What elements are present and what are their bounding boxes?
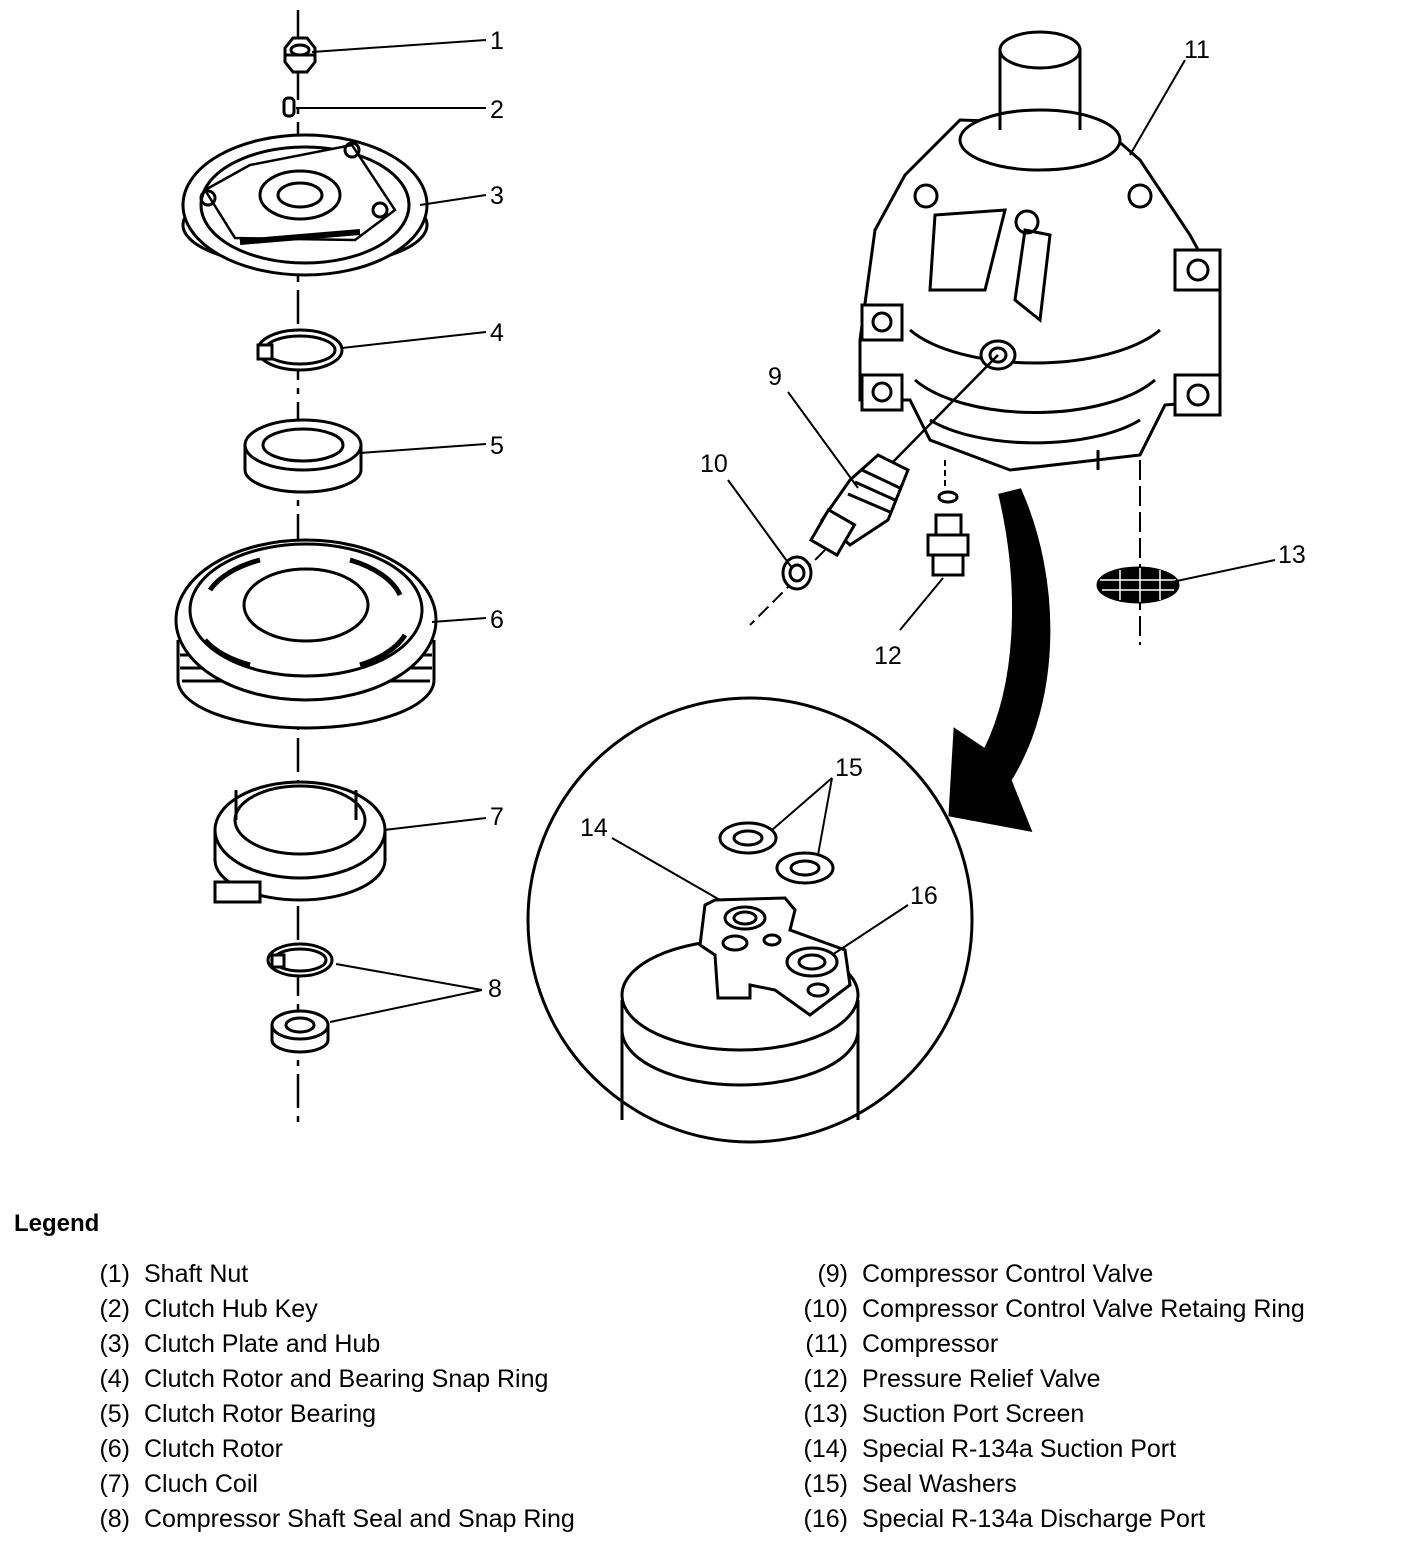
legend-item-number: (11) <box>805 1330 848 1358</box>
legend-right-column: (9) Compressor Control Valve (10) Compresso… <box>788 1260 1305 1540</box>
callout-6: 6 <box>490 606 504 634</box>
legend-item: (12) Pressure Relief Valve <box>788 1365 1305 1400</box>
callout-1: 1 <box>490 27 504 55</box>
legend-item-label: Clutch Plate and Hub <box>144 1330 381 1358</box>
detail-view-circle <box>526 696 974 1144</box>
legend-item-label: Compressor <box>862 1330 999 1358</box>
legend-item: (9) Compressor Control Valve <box>788 1260 1305 1295</box>
legend-item: (14) Special R-134a Suction Port <box>788 1435 1305 1470</box>
exploded-view-diagram: 1 2 3 4 5 6 7 8 9 10 11 12 13 14 15 16 <box>174 10 1306 1144</box>
legend-item: (3) Clutch Plate and Hub <box>70 1330 575 1365</box>
legend-item-label: Clutch Rotor Bearing <box>144 1400 377 1428</box>
clutch-coil-part <box>213 780 387 904</box>
legend-item-number: (5) <box>99 1400 130 1428</box>
legend-item-label: Compressor Shaft Seal and Snap Ring <box>144 1505 575 1533</box>
legend-item-number: (10) <box>803 1295 848 1323</box>
callout-4: 4 <box>490 319 504 347</box>
legend-item-label: Suction Port Screen <box>862 1400 1085 1428</box>
legend-item-number: (9) <box>817 1260 848 1288</box>
clutch-rotor-part <box>174 538 438 730</box>
legend-item-number: (2) <box>99 1295 130 1323</box>
shaft-seal-part <box>266 942 334 1054</box>
shaft-nut-part <box>283 36 317 74</box>
legend-item-label: Seal Washers <box>862 1470 1017 1498</box>
legend-item-number: (12) <box>803 1365 848 1393</box>
legend-item-number: (16) <box>803 1505 848 1533</box>
legend-item-label: Clutch Rotor and Bearing Snap Ring <box>144 1365 549 1393</box>
callout-16: 16 <box>910 882 938 910</box>
legend-item-number: (13) <box>803 1400 848 1428</box>
legend-item-number: (3) <box>99 1330 130 1358</box>
legend-item-label: Clutch Rotor <box>144 1435 283 1463</box>
callout-7: 7 <box>490 803 504 831</box>
legend-item-number: (6) <box>99 1435 130 1463</box>
legend-item: (7) Cluch Coil <box>70 1470 575 1505</box>
legend-item: (5) Clutch Rotor Bearing <box>70 1400 575 1435</box>
legend: Legend (1) Shaft Nut (2) Clutch Hub Key (3) C… <box>0 1200 1408 1546</box>
legend-item: (11) Compressor <box>788 1330 1305 1365</box>
seal-washers-part <box>718 821 835 885</box>
suction-screen-part <box>1096 460 1180 645</box>
legend-item-number: (4) <box>99 1365 130 1393</box>
legend-item-number: (8) <box>99 1505 130 1533</box>
legend-item: (16) Special R-134a Discharge Port <box>788 1505 1305 1540</box>
legend-item-label: Pressure Relief Valve <box>862 1365 1101 1393</box>
callout-10: 10 <box>700 450 728 478</box>
callout-14: 14 <box>580 814 608 842</box>
legend-item-label: Compressor Control Valve Retaing Ring <box>862 1295 1305 1323</box>
legend-item: (8) Compressor Shaft Seal and Snap Ring <box>70 1505 575 1540</box>
clutch-plate-part <box>181 133 429 277</box>
callout-5: 5 <box>490 432 504 460</box>
legend-item: (15) Seal Washers <box>788 1470 1305 1505</box>
detail-ports-part <box>620 896 860 1120</box>
callout-8: 8 <box>488 975 502 1003</box>
legend-item-label: Shaft Nut <box>144 1260 249 1288</box>
callout-13: 13 <box>1278 541 1306 569</box>
legend-item-number: (7) <box>99 1470 130 1498</box>
legend-item: (2) Clutch Hub Key <box>70 1295 575 1330</box>
legend-item-number: (15) <box>803 1470 848 1498</box>
control-valve-part <box>749 354 999 626</box>
legend-title: Legend <box>14 1210 100 1237</box>
legend-item-label: Special R-134a Suction Port <box>862 1435 1177 1463</box>
legend-item: (13) Suction Port Screen <box>788 1400 1305 1435</box>
legend-item-label: Cluch Coil <box>144 1470 258 1498</box>
callout-11: 11 <box>1184 36 1210 64</box>
detail-arrow-icon <box>948 488 1051 832</box>
legend-item-label: Compressor Control Valve <box>862 1260 1154 1288</box>
legend-left-column: (1) Shaft Nut (2) Clutch Hub Key (3) Clutch P… <box>70 1260 575 1540</box>
callout-9: 9 <box>768 363 782 391</box>
compressor-part <box>858 30 1222 472</box>
legend-item: (1) Shaft Nut <box>70 1260 575 1295</box>
callout-2: 2 <box>490 96 504 124</box>
snap-ring-part <box>256 328 344 372</box>
legend-item: (6) Clutch Rotor <box>70 1435 575 1470</box>
legend-item-label: Clutch Hub Key <box>144 1295 318 1323</box>
callout-15: 15 <box>835 754 863 782</box>
relief-valve-part <box>926 460 970 577</box>
callout-12: 12 <box>874 642 902 670</box>
legend-item-number: (14) <box>803 1435 848 1463</box>
legend-item: (10) Compressor Control Valve Retaing Rin… <box>788 1295 1305 1330</box>
callout-3: 3 <box>490 182 504 210</box>
bearing-part <box>243 418 363 494</box>
clutch-hub-key-part <box>282 96 296 118</box>
legend-item-label: Special R-134a Discharge Port <box>862 1505 1206 1533</box>
legend-item-number: (1) <box>99 1260 130 1288</box>
legend-item: (4) Clutch Rotor and Bearing Snap Ring <box>70 1365 575 1400</box>
